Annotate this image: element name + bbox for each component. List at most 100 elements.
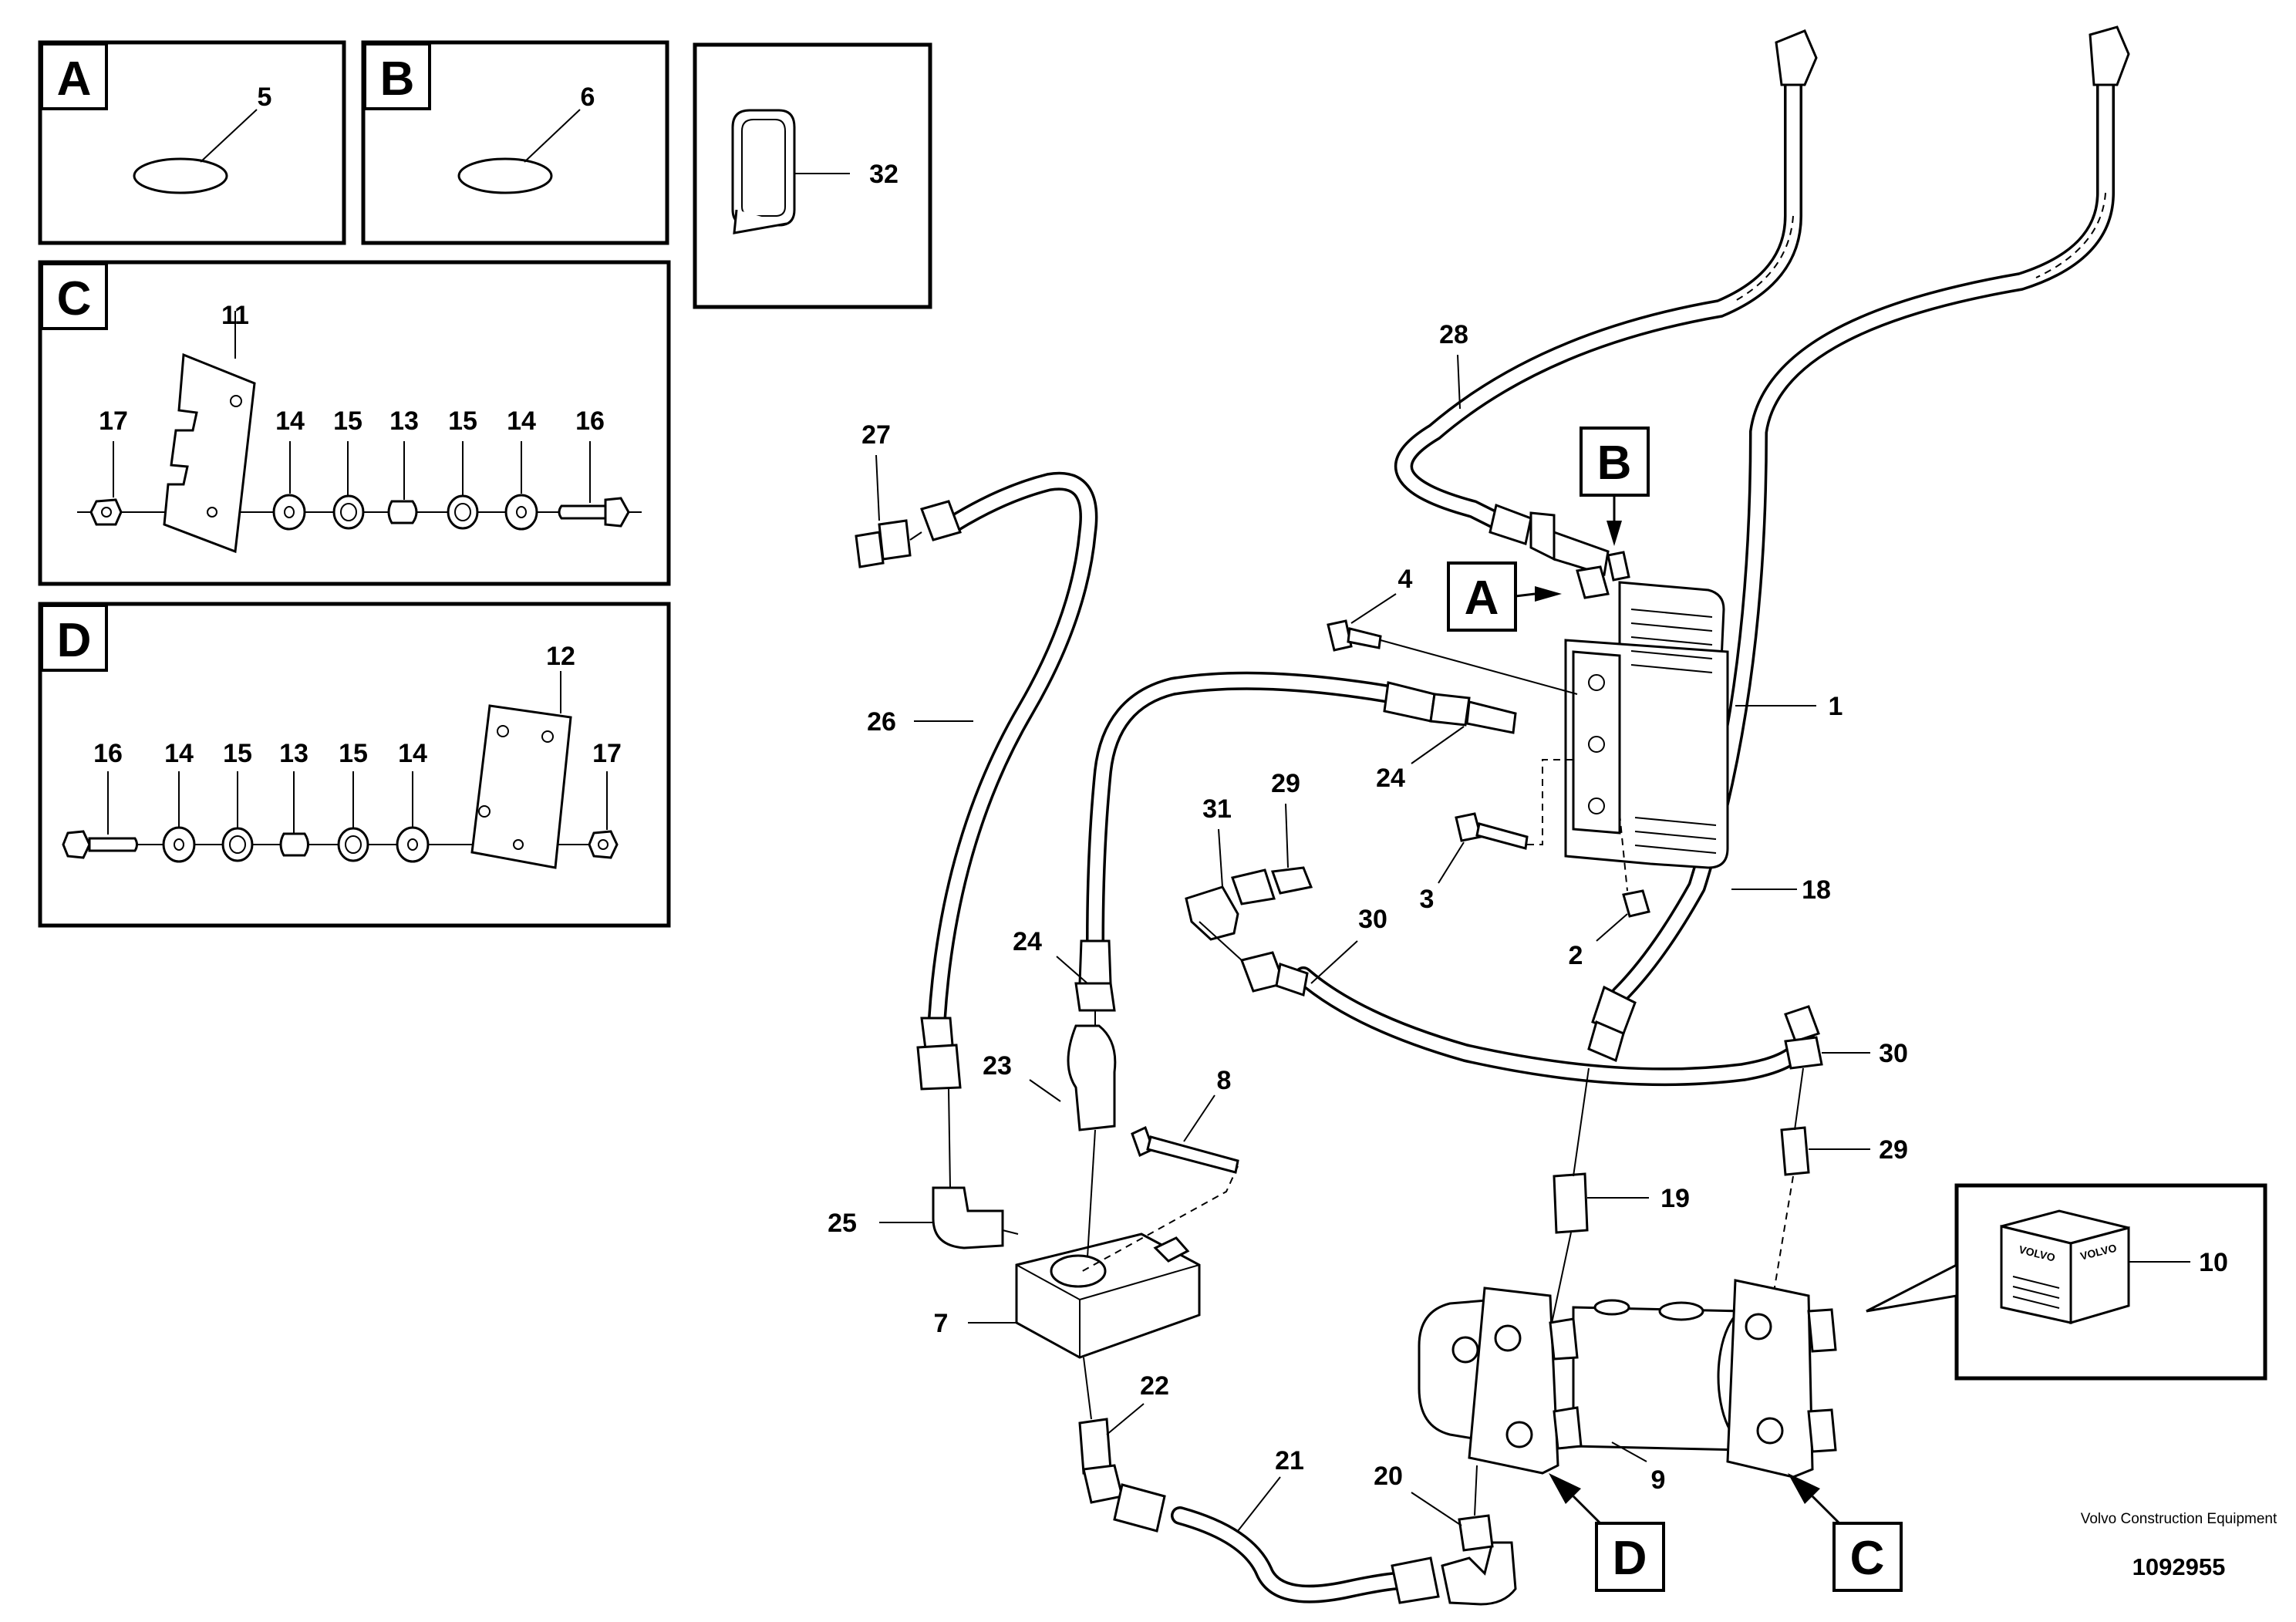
label-15: 15 — [339, 739, 368, 768]
label-19: 19 — [1660, 1184, 1690, 1213]
fitting-31 — [1231, 868, 1276, 905]
label-6: 6 — [581, 83, 595, 112]
fitting-29 — [1270, 866, 1313, 895]
fitting-29 — [1780, 1126, 1810, 1176]
washer — [272, 494, 306, 531]
label-29: 29 — [1879, 1135, 1908, 1165]
label-21: 21 — [1275, 1446, 1304, 1475]
marker-a-letter: A — [1465, 572, 1499, 625]
label-29: 29 — [1271, 769, 1300, 798]
hose-26 — [855, 471, 1098, 1091]
cooler-port — [1607, 551, 1630, 582]
label-11: 11 — [221, 301, 249, 330]
label-14: 14 — [275, 406, 305, 436]
label-30: 30 — [1879, 1039, 1908, 1068]
hose-nut — [1391, 1556, 1440, 1604]
hex-nut — [89, 498, 123, 526]
hydraulic-pump — [1418, 1279, 1837, 1479]
marker-d-letter: D — [1613, 1532, 1647, 1585]
label-30: 30 — [1358, 905, 1387, 934]
hex-nut — [588, 830, 619, 859]
washer — [504, 494, 538, 531]
label-3: 3 — [1420, 885, 1435, 914]
seal-ring — [457, 157, 553, 194]
hose-30 — [1240, 951, 1823, 1087]
elbow-23 — [1067, 1024, 1117, 1131]
detail-box-b: B 6 — [361, 40, 669, 245]
detail-box-c: C 11 17 14 15 13 15 14 — [38, 260, 671, 586]
seal-ring — [133, 157, 228, 194]
rubber-bushing — [221, 827, 254, 862]
label-17: 17 — [592, 739, 622, 768]
label-24: 24 — [1013, 927, 1042, 956]
label-27: 27 — [861, 420, 891, 450]
valve-block — [1015, 1233, 1201, 1359]
hose-nut — [1529, 511, 1556, 561]
hose-28 — [1394, 29, 1818, 576]
hose-24 — [1074, 671, 1517, 1012]
hose-fitting — [2089, 25, 2130, 86]
label-13: 13 — [279, 739, 308, 768]
fitting-27 — [878, 519, 912, 561]
rubber-bushing — [337, 827, 369, 862]
label-4: 4 — [1398, 565, 1413, 594]
hose-nut — [916, 1044, 962, 1091]
bolt — [558, 504, 607, 520]
label-15: 15 — [223, 739, 252, 768]
label-1: 1 — [1829, 692, 1843, 721]
hose-nut — [1429, 693, 1471, 727]
label-14: 14 — [164, 739, 194, 768]
label-15: 15 — [333, 406, 362, 436]
detail-box-d: D 12 16 14 15 13 15 14 — [38, 602, 671, 928]
hose-nut — [1074, 982, 1116, 1012]
hydraulic-assembly: VOLVO VOLVO 10 B A D C 1 2 — [828, 25, 2267, 1606]
nut-2 — [1622, 889, 1650, 918]
detail-letter-d: D — [57, 614, 92, 667]
label-14: 14 — [398, 739, 427, 768]
spacer-sleeve — [279, 832, 309, 857]
label-12: 12 — [546, 642, 575, 671]
label-31: 31 — [1202, 794, 1232, 824]
label-16: 16 — [93, 739, 123, 768]
label-32: 32 — [869, 160, 899, 189]
washer — [162, 826, 196, 863]
label-25: 25 — [828, 1209, 857, 1238]
detail-letter-c: C — [57, 272, 92, 325]
bolt — [62, 830, 91, 859]
hose-nut — [920, 500, 962, 541]
washer — [396, 826, 430, 863]
hose-nut — [1113, 1483, 1166, 1533]
fitting-22 — [1078, 1418, 1112, 1475]
label-8: 8 — [1217, 1066, 1232, 1095]
mounting-plate — [470, 704, 572, 869]
hose-21 — [1113, 1483, 1440, 1604]
label-15: 15 — [448, 406, 477, 436]
label-22: 22 — [1140, 1371, 1169, 1401]
label-26: 26 — [867, 707, 896, 737]
rubber-bushing — [332, 494, 365, 530]
marker-a — [1447, 561, 1517, 632]
rubber-bushing — [447, 494, 479, 530]
label-5: 5 — [258, 83, 272, 112]
label-18: 18 — [1802, 875, 1831, 905]
detail-letter-b: B — [380, 52, 415, 106]
label-10: 10 — [2199, 1248, 2228, 1277]
detail-letter-a: A — [57, 52, 92, 106]
label-28: 28 — [1439, 320, 1468, 349]
marker-c — [1832, 1522, 1903, 1592]
elbow-25 — [932, 1186, 1004, 1249]
bolt-4 — [1327, 619, 1353, 652]
bolt-3 — [1455, 812, 1482, 842]
detail-box-grommet: 32 — [693, 42, 932, 309]
document-number: 1092955 — [2132, 1553, 2226, 1580]
label-23: 23 — [983, 1051, 1012, 1081]
fitting-19 — [1553, 1172, 1589, 1234]
label-2: 2 — [1569, 941, 1583, 970]
marker-b-letter: B — [1597, 437, 1632, 490]
label-13: 13 — [389, 406, 419, 436]
marker-d — [1595, 1522, 1665, 1592]
cooler-port — [1576, 565, 1610, 599]
hose-18 — [1587, 25, 2130, 1063]
label-7: 7 — [934, 1309, 949, 1338]
